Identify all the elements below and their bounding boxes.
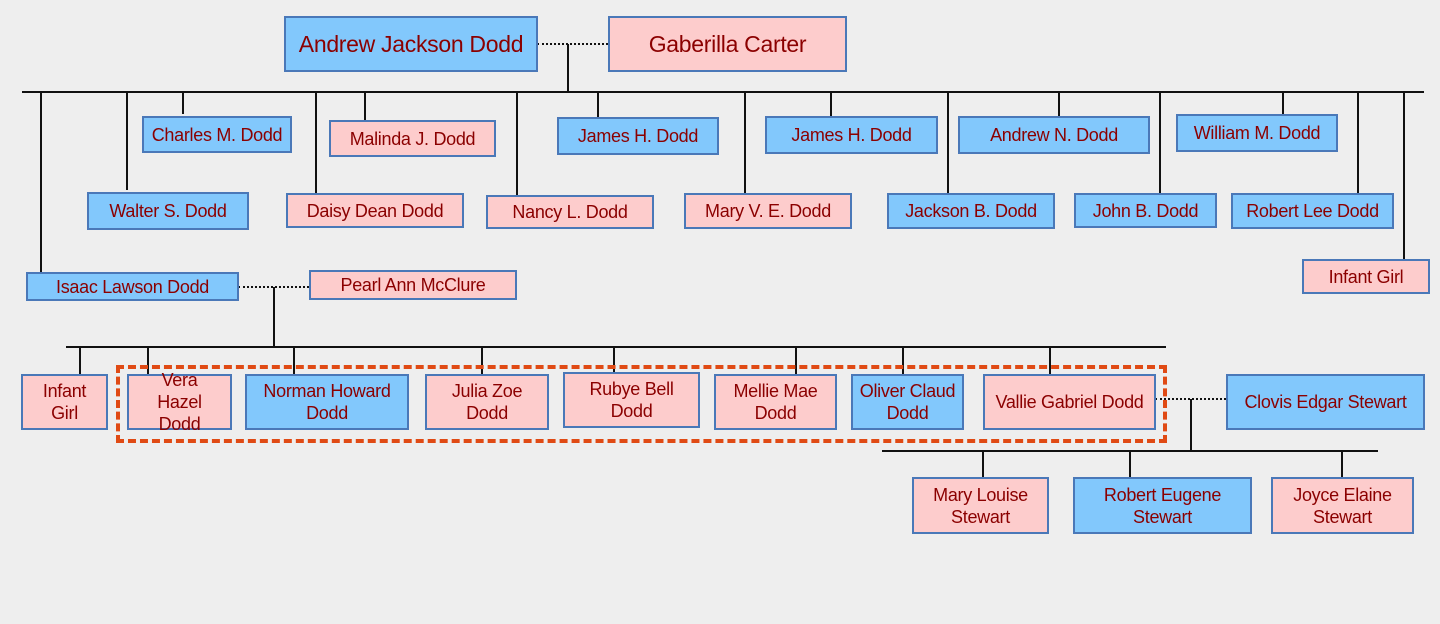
sibling-bar [22,91,1424,93]
connector [982,451,984,478]
connector [1049,347,1051,375]
connector [147,347,149,375]
connector [293,347,295,375]
person-box[interactable]: James H. Dodd [765,116,938,154]
person-box[interactable]: Malinda J. Dodd [329,120,496,157]
person-box[interactable]: Rubye Bell Dodd [563,372,700,428]
person-box[interactable]: Infant Girl [21,374,108,430]
person-box[interactable]: Andrew N. Dodd [958,116,1150,154]
person-box[interactable]: Robert Eugene Stewart [1073,477,1252,534]
marriage-line [537,43,608,45]
connector [902,347,904,375]
person-box[interactable]: Mary Louise Stewart [912,477,1049,534]
person-box[interactable]: Infant Girl [1302,259,1430,294]
connector [567,44,569,93]
person-box[interactable]: Oliver Claud Dodd [851,374,964,430]
connector [1357,92,1359,194]
person-box[interactable]: Julia Zoe Dodd [425,374,549,430]
sibling-bar [66,346,1166,348]
person-andrew-jackson-dodd[interactable]: Andrew Jackson Dodd [284,16,538,72]
connector [744,92,746,194]
person-box[interactable]: Walter S. Dodd [87,192,249,230]
person-box[interactable]: John B. Dodd [1074,193,1217,228]
connector [613,347,615,373]
person-clovis-edgar-stewart[interactable]: Clovis Edgar Stewart [1226,374,1425,430]
person-vallie-gabriel-dodd[interactable]: Vallie Gabriel Dodd [983,374,1156,430]
connector [1403,92,1405,260]
connector [516,92,518,196]
person-box[interactable]: Robert Lee Dodd [1231,193,1394,229]
connector [40,92,42,273]
person-isaac-lawson-dodd[interactable]: Isaac Lawson Dodd [26,272,239,301]
connector [1341,451,1343,478]
connector [1058,92,1060,117]
connector [597,92,599,118]
highlight-box [116,365,1167,443]
connector [364,92,366,120]
connector [947,92,949,194]
connector [481,347,483,375]
person-gaberilla-carter[interactable]: Gaberilla Carter [608,16,847,72]
person-box[interactable]: Joyce Elaine Stewart [1271,477,1414,534]
person-box[interactable]: Mary V. E. Dodd [684,193,852,229]
connector [315,92,317,194]
person-box[interactable]: Charles M. Dodd [142,116,292,153]
connector [1282,92,1284,115]
person-box[interactable]: Jackson B. Dodd [887,193,1055,229]
person-box[interactable]: Daisy Dean Dodd [286,193,464,228]
connector [795,347,797,375]
person-box[interactable]: William M. Dodd [1176,114,1338,152]
connector [1159,92,1161,194]
connector [182,92,184,114]
connector [1129,451,1131,478]
person-box[interactable]: James H. Dodd [557,117,719,155]
person-pearl-ann-mcclure[interactable]: Pearl Ann McClure [309,270,517,300]
person-box[interactable]: Norman Howard Dodd [245,374,409,430]
connector [273,287,275,347]
connector [126,92,128,190]
connector [830,92,832,117]
connector [1190,399,1192,451]
person-box[interactable]: Vera Hazel Dodd [127,370,232,434]
connector [79,347,81,375]
person-box[interactable]: Mellie Mae Dodd [714,374,837,430]
person-box[interactable]: Nancy L. Dodd [486,195,654,229]
